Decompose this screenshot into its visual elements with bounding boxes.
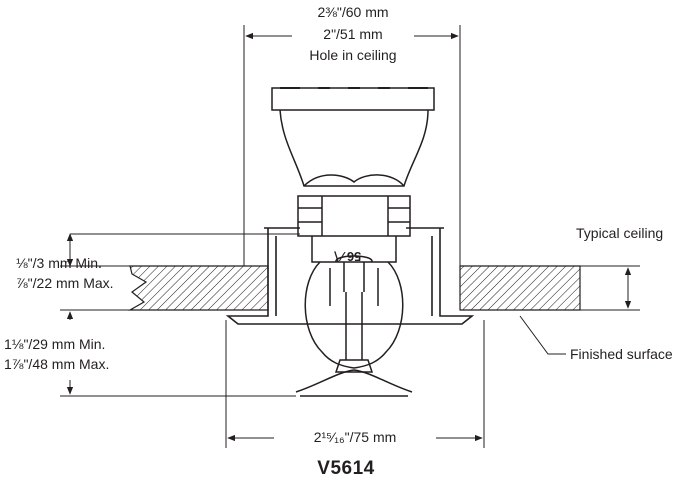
bulb-marking: 56 ∕∖ <box>332 249 362 264</box>
ceiling-left <box>127 265 269 311</box>
escutcheon-cup <box>225 227 475 325</box>
callout-finished-surface: Finished surface <box>570 346 673 362</box>
sprinkler-frame <box>304 236 404 369</box>
pipe-fitting <box>271 87 435 237</box>
model-number: V5614 <box>317 458 375 479</box>
callout-typical-ceiling: Typical ceiling <box>576 225 664 241</box>
deflector <box>295 292 413 397</box>
dim-drop-min: 1⅛"/29 mm Min. <box>4 336 106 352</box>
dim-ceiling-min: ⅛"/3 mm Min. <box>16 255 102 271</box>
dimension-arrows <box>66 32 632 442</box>
extension-lines <box>60 25 640 448</box>
dim-top-inner: 2"/51 mm <box>323 26 383 42</box>
dim-drop-max: 1⅞"/48 mm Max. <box>4 356 110 372</box>
dim-ceiling-max: ⅞"/22 mm Max. <box>16 275 114 291</box>
dim-top-outer: 2⅜"/60 mm <box>317 4 389 20</box>
ceiling-right <box>459 265 581 311</box>
dim-bottom-width: 2¹⁵⁄₁₆"/75 mm <box>313 429 397 445</box>
dim-top-note: Hole in ceiling <box>309 47 397 63</box>
